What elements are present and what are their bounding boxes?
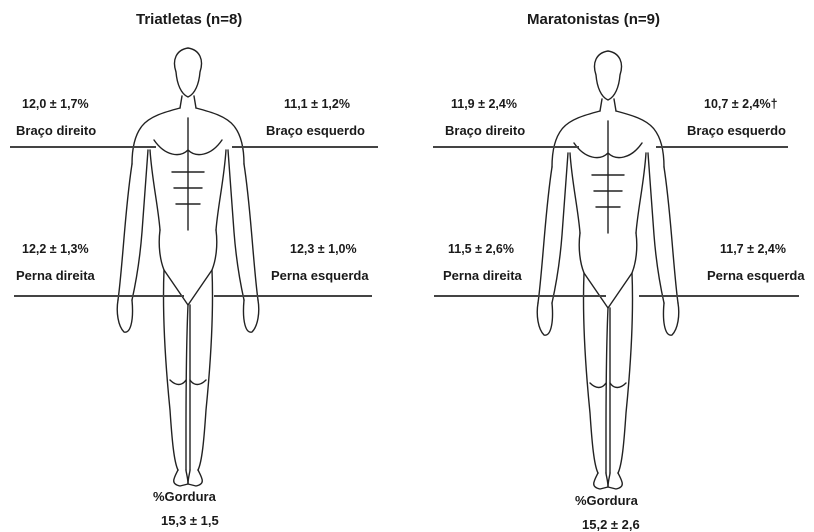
left-leg-line (639, 295, 799, 297)
panel-maratonistas: Maratonistas (n=9) (407, 0, 814, 532)
right-arm-value: 12,0 ± 1,7% (22, 97, 89, 111)
left-arm-label: Braço esquerdo (687, 123, 786, 138)
human-body-figure (407, 0, 814, 532)
left-leg-value: 11,7 ± 2,4% (720, 242, 786, 256)
right-arm-label: Braço direito (445, 123, 525, 138)
right-arm-label: Braço direito (16, 123, 96, 138)
right-leg-label: Perna direita (443, 268, 522, 283)
left-leg-value: 12,3 ± 1,0% (290, 242, 357, 256)
right-leg-value: 11,5 ± 2,6% (448, 242, 514, 256)
right-leg-line (14, 295, 184, 297)
left-arm-value: 10,7 ± 2,4%† (704, 97, 778, 111)
right-arm-value: 11,9 ± 2,4% (451, 97, 517, 111)
left-leg-label: Perna esquerda (271, 268, 369, 283)
left-arm-line (232, 146, 378, 148)
right-arm-line (10, 146, 156, 148)
body-fat-label: %Gordura (153, 489, 216, 504)
body-fat-value: 15,2 ± 2,6 (582, 517, 640, 532)
right-leg-value: 12,2 ± 1,3% (22, 242, 89, 256)
right-leg-label: Perna direita (16, 268, 95, 283)
left-arm-label: Braço esquerdo (266, 123, 365, 138)
left-arm-line (656, 146, 788, 148)
body-fat-label: %Gordura (575, 493, 638, 508)
left-arm-value: 11,1 ± 1,2% (284, 97, 350, 111)
body-fat-value: 15,3 ± 1,5 (161, 513, 219, 528)
right-leg-line (434, 295, 606, 297)
right-arm-line (433, 146, 579, 148)
left-leg-label: Perna esquerda (707, 268, 805, 283)
human-body-figure (0, 0, 407, 532)
left-leg-line (214, 295, 372, 297)
panel-triatletas: Triatletas (n=8) (0, 0, 407, 532)
